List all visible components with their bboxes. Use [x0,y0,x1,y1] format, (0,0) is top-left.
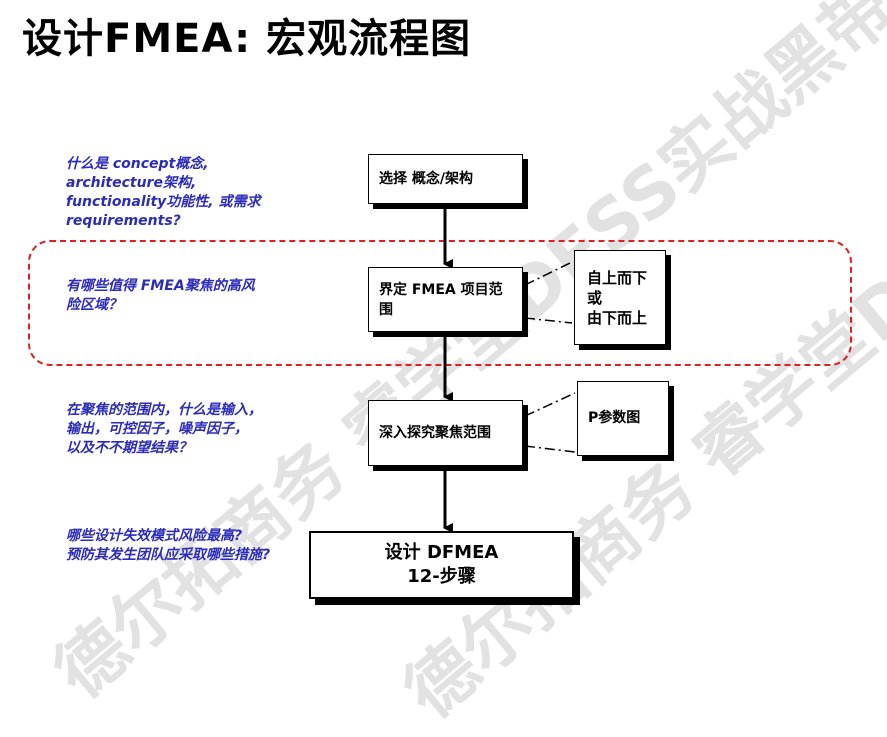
step-explore-focus: 深入探究聚焦范围 [368,400,523,466]
focus-highlight-region [28,240,852,366]
connector-step3-p-bottom [524,445,576,453]
connector-step3-p-top [524,392,576,417]
page-title: 设计FMEA: 宏观流程图 [22,16,472,62]
connector-step2-side-top [524,261,573,286]
question-concept: 什么是 concept概念, architecture架构, functiona… [66,156,261,229]
step-dfmea-12-steps: 设计 DFMEA 12-步骤 [309,531,574,599]
connector-lines [443,207,576,533]
question-failure-modes: 哪些设计失效模式风险最高? 预防其发生团队应采取哪些措施? [66,528,271,563]
step-define-scope: 界定 FMEA 项目范 围 [368,267,523,332]
question-high-risk-areas: 有哪些值得 FMEA聚焦的高风 险区域？ [66,278,255,313]
connector-step2-side-bottom [524,317,573,324]
question-inputs-outputs: 在聚焦的范围内，什么是输入， 输出，可控因子，噪声因子， 以及不不期望结果？ [66,402,262,456]
step-select-concept: 选择 概念/架构 [368,154,523,204]
side-top-down-bottom-up: 自上而下 或 由下而上 [574,250,666,345]
side-p-diagram: P参数图 [577,381,669,456]
